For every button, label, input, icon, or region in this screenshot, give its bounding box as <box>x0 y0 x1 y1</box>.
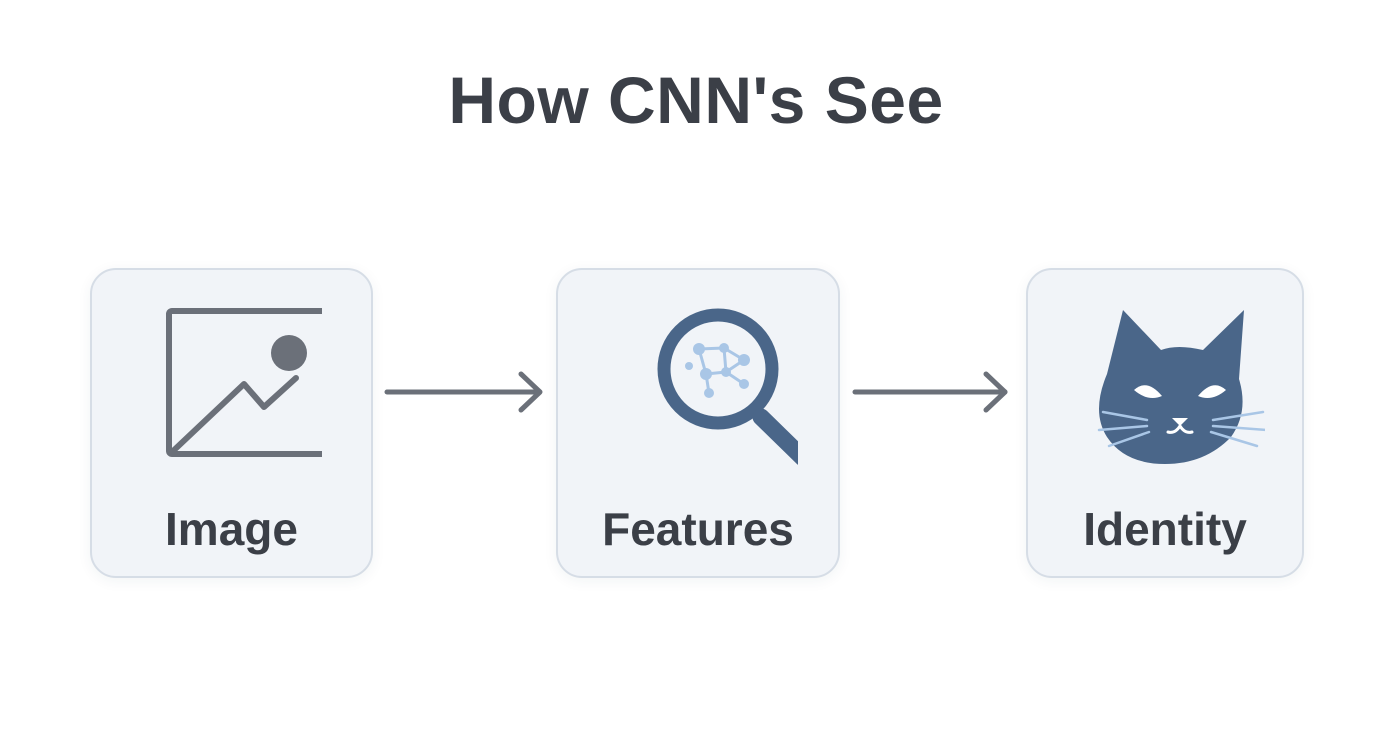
step-label-identity: Identity <box>1083 503 1247 555</box>
cat-face-icon <box>1097 310 1265 464</box>
step-card-identity: Identity <box>1026 268 1304 578</box>
magnifier-network-icon <box>657 308 798 465</box>
step-label-image: Image <box>165 503 298 555</box>
arrow-right-icon <box>852 371 1008 413</box>
arrow-right-icon <box>384 371 543 413</box>
image-icon <box>165 308 322 457</box>
step-card-features: Features <box>556 268 840 578</box>
diagram-title: How CNN's See <box>448 63 944 137</box>
step-label-features: Features <box>602 503 794 555</box>
step-card-image: Image <box>90 268 373 578</box>
